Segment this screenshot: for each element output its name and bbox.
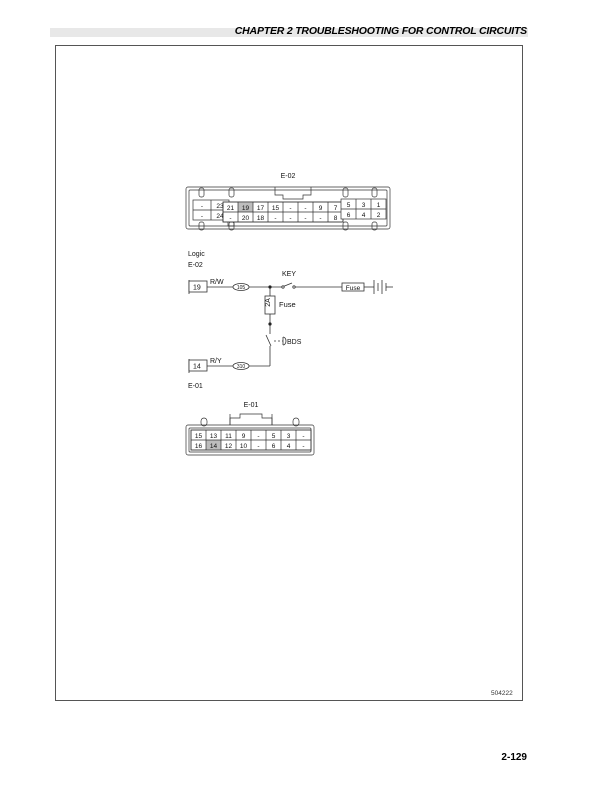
pin-cell: 10 — [240, 443, 248, 450]
diagram-frame — [55, 45, 523, 701]
pin-cell: - — [289, 215, 291, 222]
connector-e02: E-02 — [185, 173, 391, 231]
wire-number-top: 105 — [237, 285, 246, 291]
fuse-box-label: Fuse — [346, 285, 361, 292]
pin-cell: 8 — [334, 215, 338, 222]
pin-number-top: 19 — [193, 285, 201, 292]
pin-cell: - — [304, 205, 306, 212]
pin-cell: 6 — [347, 212, 351, 219]
bds-label: BDS — [287, 339, 302, 346]
pin-cell: - — [257, 433, 259, 440]
pin-cell: 4 — [362, 212, 366, 219]
fuse-rating: 2A — [265, 298, 272, 307]
pin-cell: 17 — [257, 205, 265, 212]
pin-cell: 5 — [272, 433, 276, 440]
pin-cell: 15 — [195, 433, 203, 440]
pin-cell: 3 — [287, 433, 291, 440]
key-switch-label: KEY — [282, 271, 296, 278]
pin-cell: 7 — [334, 205, 338, 212]
wire-number-bottom: 310 — [237, 364, 246, 370]
connector-e02-pins: - 23 - 24 21 19 17 15 - - 9 7 - 20 18 - … — [201, 202, 381, 222]
pin-cell: 1 — [377, 202, 381, 209]
pin-cell: 12 — [225, 443, 233, 450]
pin-cell: 9 — [319, 205, 323, 212]
pin-cell: 13 — [210, 433, 218, 440]
pin-cell: 15 — [272, 205, 280, 212]
logic-label: Logic — [188, 251, 205, 258]
pin-cell: 9 — [242, 433, 246, 440]
wire-color-bottom: R/Y — [210, 358, 222, 365]
figure-reference: 504222 — [491, 690, 513, 697]
pin-cell: 2 — [377, 212, 381, 219]
pin-cell: 16 — [195, 443, 203, 450]
pin-cell: - — [289, 205, 291, 212]
pin-cell: - — [319, 215, 321, 222]
pin-cell: - — [274, 215, 276, 222]
logic-connector-label: E-02 — [188, 262, 203, 269]
wire-color-top: R/W — [210, 279, 224, 286]
pin-cell: 11 — [225, 433, 232, 440]
pin-cell-highlighted: 19 — [242, 205, 250, 212]
pin-cell: 3 — [362, 202, 366, 209]
circuit-schematic: Logic E-02 — [188, 251, 393, 390]
page-number: 2-129 — [501, 752, 527, 763]
connector-e01-label: E-01 — [244, 402, 259, 409]
pin-cell: 5 — [347, 202, 351, 209]
connector-e02-label: E-02 — [281, 173, 296, 180]
pin-cell: 23 — [216, 203, 224, 210]
pin-cell: - — [201, 203, 203, 210]
pin-cell: 24 — [216, 213, 224, 220]
pin-cell: 18 — [257, 215, 265, 222]
bottom-connector-label: E-01 — [188, 383, 203, 390]
pin-cell: - — [229, 215, 231, 222]
chapter-title: CHAPTER 2 TROUBLESHOOTING FOR CONTROL CI… — [234, 25, 527, 37]
pin-cell: 4 — [287, 443, 291, 450]
pin-number-bottom: 14 — [193, 364, 201, 371]
pin-cell: - — [302, 443, 304, 450]
connector-e01: E-01 — [185, 402, 315, 456]
fuse-label: Fuse — [279, 300, 296, 309]
pin-cell-highlighted: 14 — [210, 443, 218, 450]
pin-cell: 21 — [227, 205, 235, 212]
pin-cell: 20 — [242, 215, 250, 222]
pin-cell: - — [304, 215, 306, 222]
header-bar — [50, 28, 528, 37]
connector-e01-pins: 15 13 11 9 - 5 3 - 16 14 12 10 - 6 4 - — [195, 433, 305, 450]
pin-cell: - — [201, 213, 203, 220]
pin-cell: - — [302, 433, 304, 440]
pin-cell: - — [257, 443, 259, 450]
pin-cell: 6 — [272, 443, 276, 450]
